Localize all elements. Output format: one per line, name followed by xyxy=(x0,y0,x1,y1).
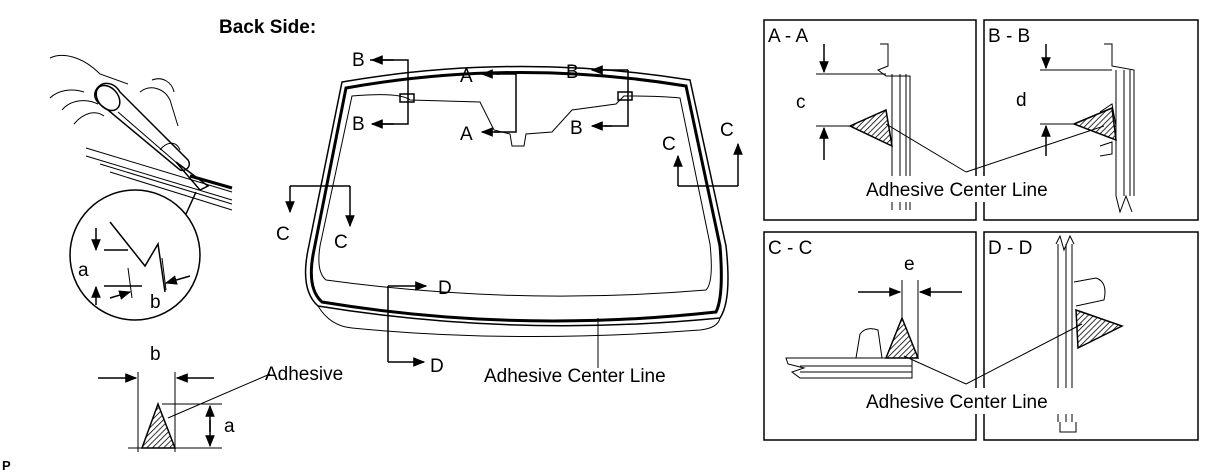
corner-mark: P xyxy=(2,458,11,473)
section-b-top-right: B xyxy=(566,62,579,83)
circle-dim-b-label: b xyxy=(150,292,161,313)
bottom-adhesive-center-line-label: Adhesive Center Line xyxy=(866,392,1048,413)
panel-aa-title: A - A xyxy=(768,26,808,47)
circle-dim-a-label: a xyxy=(78,260,89,281)
top-adhesive-center-line-label: Adhesive Center Line xyxy=(866,180,1048,201)
bead-dim-a-label: a xyxy=(224,416,235,437)
section-c-right-2: C xyxy=(720,120,734,141)
section-c-right-1: C xyxy=(662,134,676,155)
section-b-bottom-right: B xyxy=(570,118,583,139)
section-c-left-1: C xyxy=(276,224,290,245)
adhesive-label: Adhesive xyxy=(265,364,343,385)
section-c-left-2: C xyxy=(334,232,348,253)
section-b-bottom-left: B xyxy=(352,114,365,135)
leader-bb xyxy=(965,125,1105,173)
panel-bb-title: B - B xyxy=(988,26,1030,47)
panel-bb-dim-d: d xyxy=(1016,90,1027,111)
section-d-top: D xyxy=(438,278,452,299)
leader-aa xyxy=(885,123,967,173)
bead-magnified-view: a b xyxy=(69,189,201,321)
windshield-adhesive-center-line-label: Adhesive Center Line xyxy=(484,366,666,387)
section-d-bottom: D xyxy=(430,356,444,377)
bead-dim-b-label: b xyxy=(150,344,161,365)
leader-dd xyxy=(965,323,1083,385)
panel-aa-dim-c: c xyxy=(796,92,806,113)
leader-cc xyxy=(903,355,967,385)
panel-cc-title: C - C xyxy=(768,238,812,259)
back-side-title: Back Side: xyxy=(219,17,316,38)
adhesive-application-illustration xyxy=(49,54,233,211)
bead-cross-section: b a Adhesive xyxy=(98,344,343,452)
panel-cc-dim-e: e xyxy=(904,254,915,275)
section-a-top: A xyxy=(460,66,473,87)
section-b-top-left: B xyxy=(352,50,365,71)
panel-dd-title: D - D xyxy=(988,238,1032,259)
section-a-bottom: A xyxy=(460,124,473,145)
windshield-back-side-view: Back Side: B B A A B B C xyxy=(219,17,743,387)
